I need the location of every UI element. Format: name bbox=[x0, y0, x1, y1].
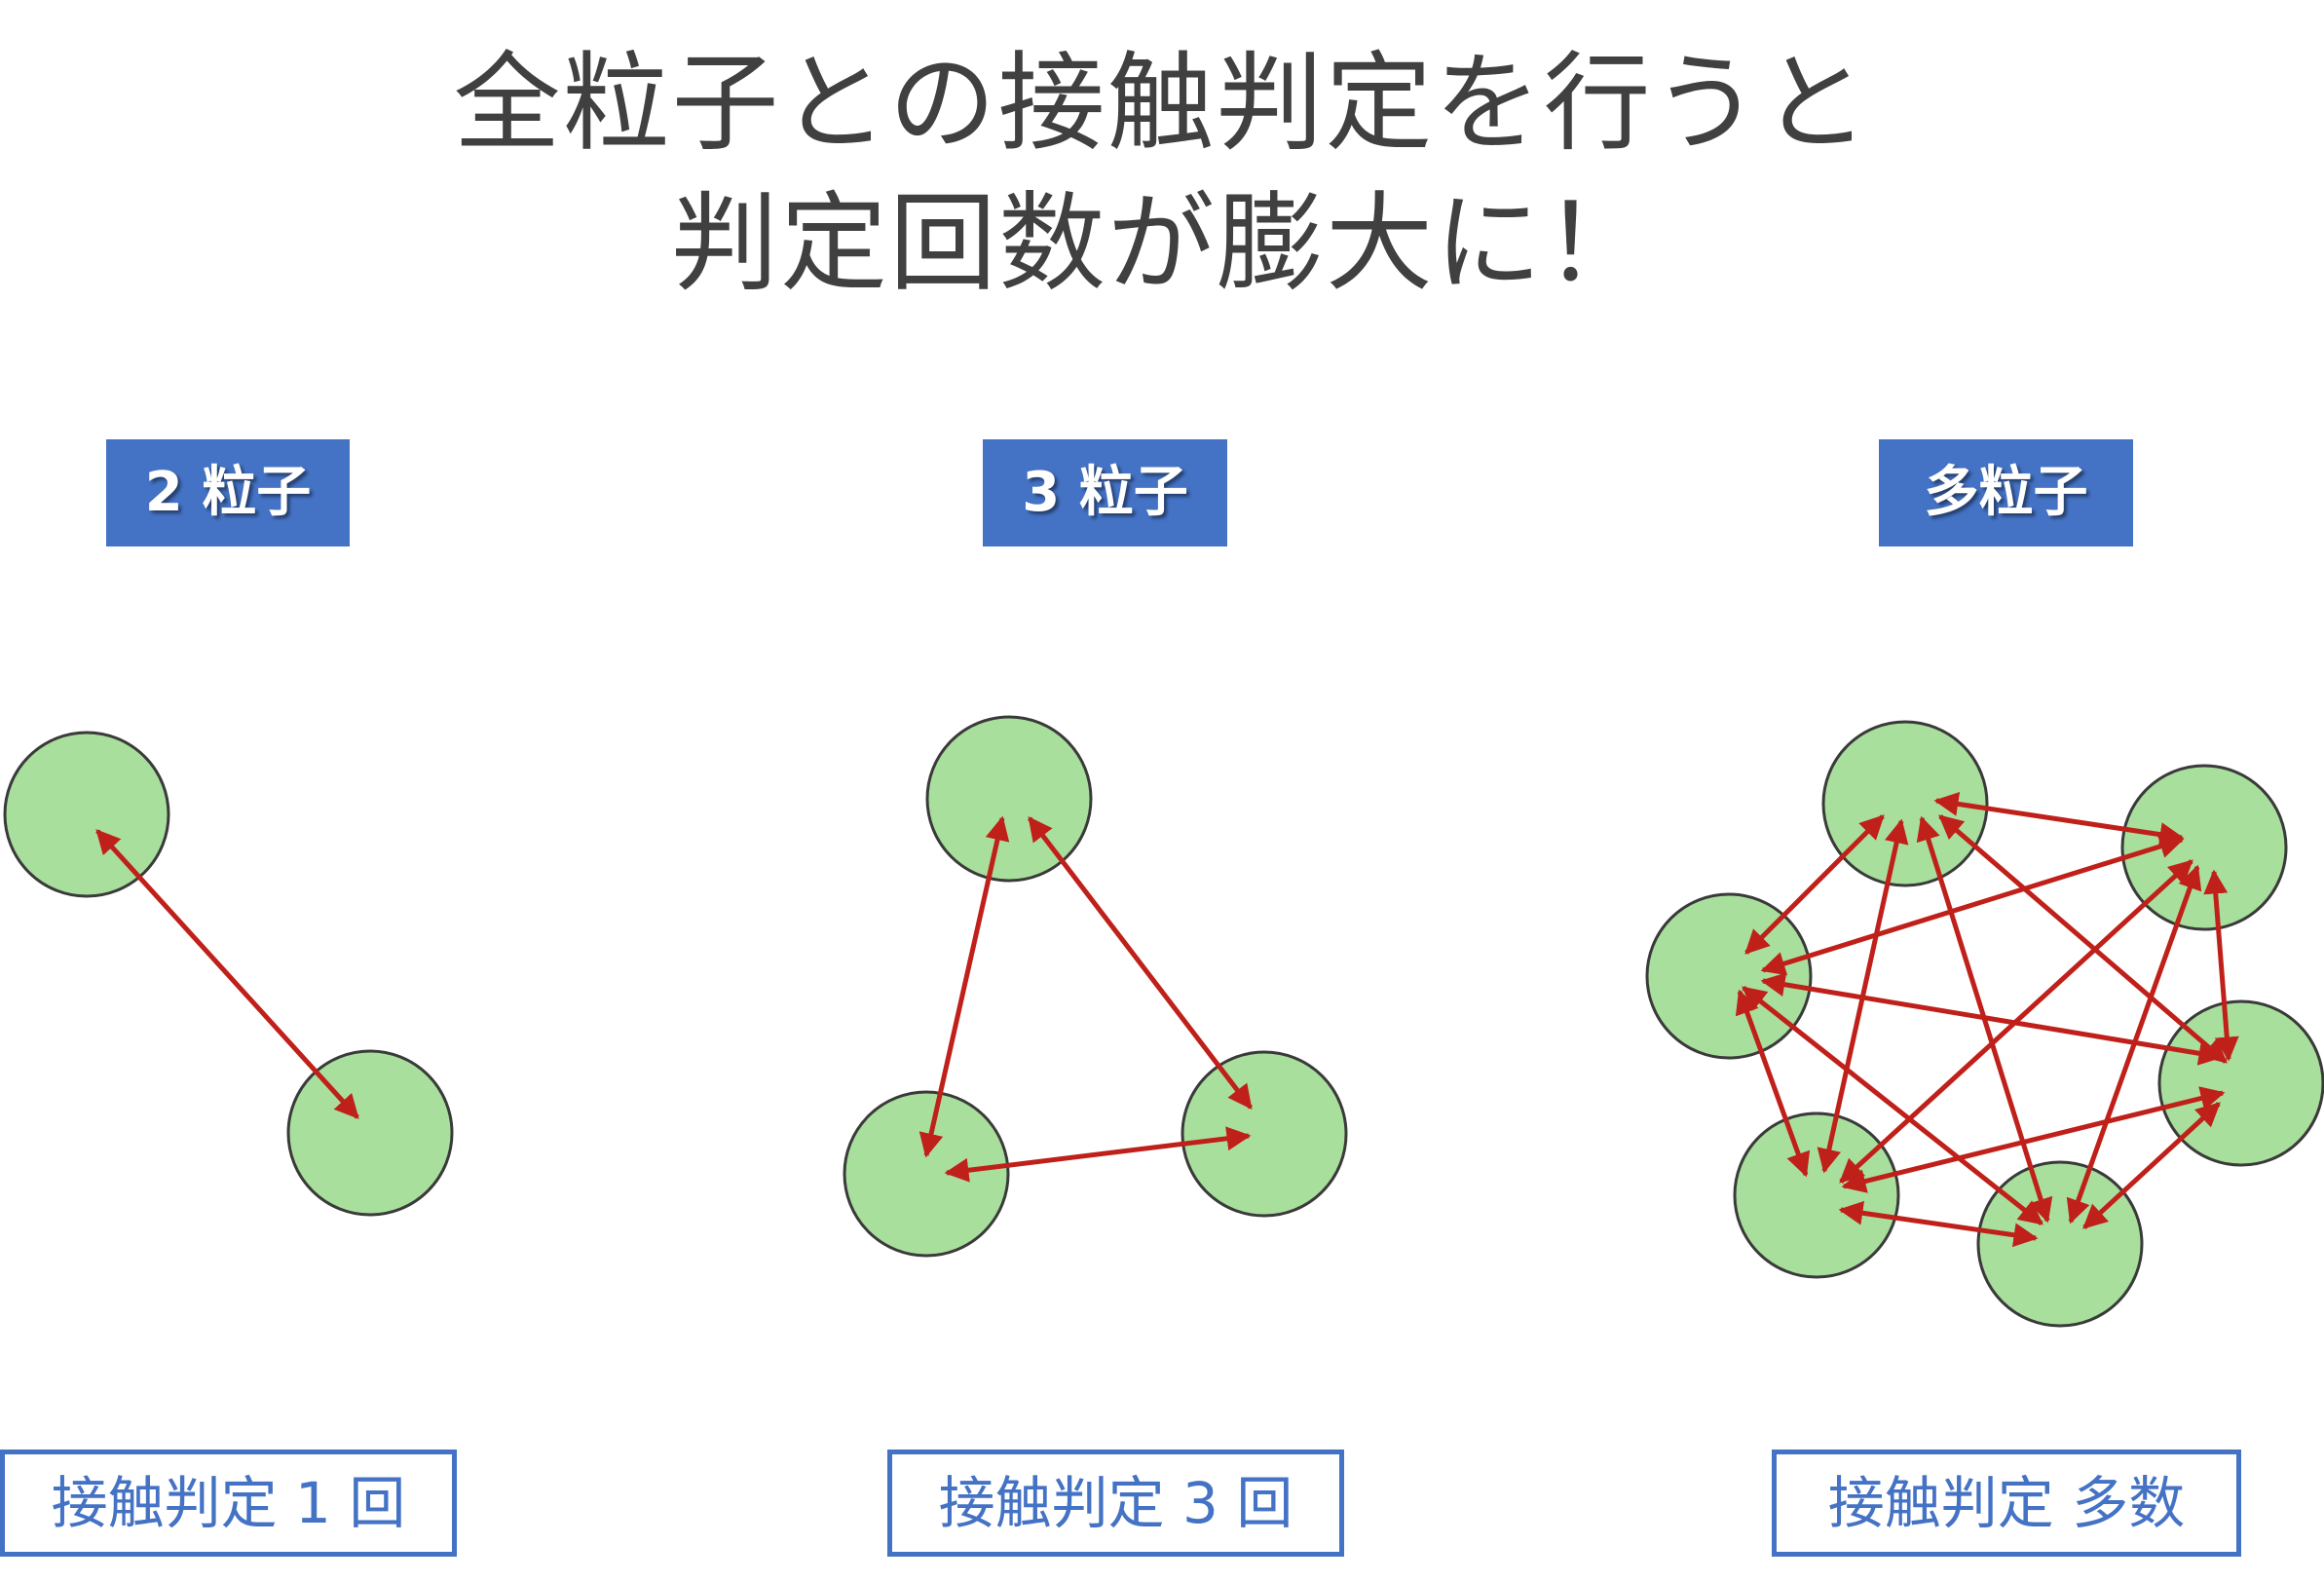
title-line-2: 判定回数が膨大に！ bbox=[671, 181, 1653, 306]
result-box-three-particles: 接触判定 3 回 bbox=[887, 1450, 1344, 1557]
result-box-many-particles: 接触判定 多数 bbox=[1772, 1450, 2241, 1557]
panel-many-particles bbox=[1645, 720, 2324, 1328]
particle bbox=[1733, 1111, 1900, 1279]
particle bbox=[286, 1049, 454, 1217]
contact-arrow bbox=[2203, 869, 2239, 1062]
contact-arrow bbox=[1760, 972, 2224, 1066]
particle bbox=[1976, 1160, 2144, 1328]
contact-arrow bbox=[1760, 834, 2185, 976]
contact-arrow bbox=[1744, 814, 1885, 955]
panel-header-many-particles: 多粒子 bbox=[1879, 439, 2133, 546]
result-box-two-particles: 接触判定 1 回 bbox=[0, 1450, 457, 1557]
particle bbox=[1181, 1050, 1348, 1218]
particle bbox=[843, 1090, 1010, 1258]
contact-arrow bbox=[918, 815, 1010, 1158]
title-line-1: 全粒子との接触判定を行うと bbox=[453, 41, 1871, 166]
contact-arrow bbox=[95, 829, 359, 1119]
particle bbox=[1645, 892, 1813, 1060]
particle bbox=[925, 715, 1093, 883]
contact-arrow bbox=[1838, 1200, 2039, 1248]
panel-three-particles bbox=[843, 715, 1348, 1258]
contact-arrow bbox=[944, 1126, 1252, 1183]
contact-arrow bbox=[2082, 1102, 2221, 1229]
contact-arrow bbox=[1028, 816, 1253, 1110]
panel-header-three-particles: 3 粒子 bbox=[983, 439, 1227, 546]
particle bbox=[3, 731, 170, 898]
panel-header-two-particles: 2 粒子 bbox=[106, 439, 350, 546]
panel-two-particles bbox=[3, 731, 454, 1217]
